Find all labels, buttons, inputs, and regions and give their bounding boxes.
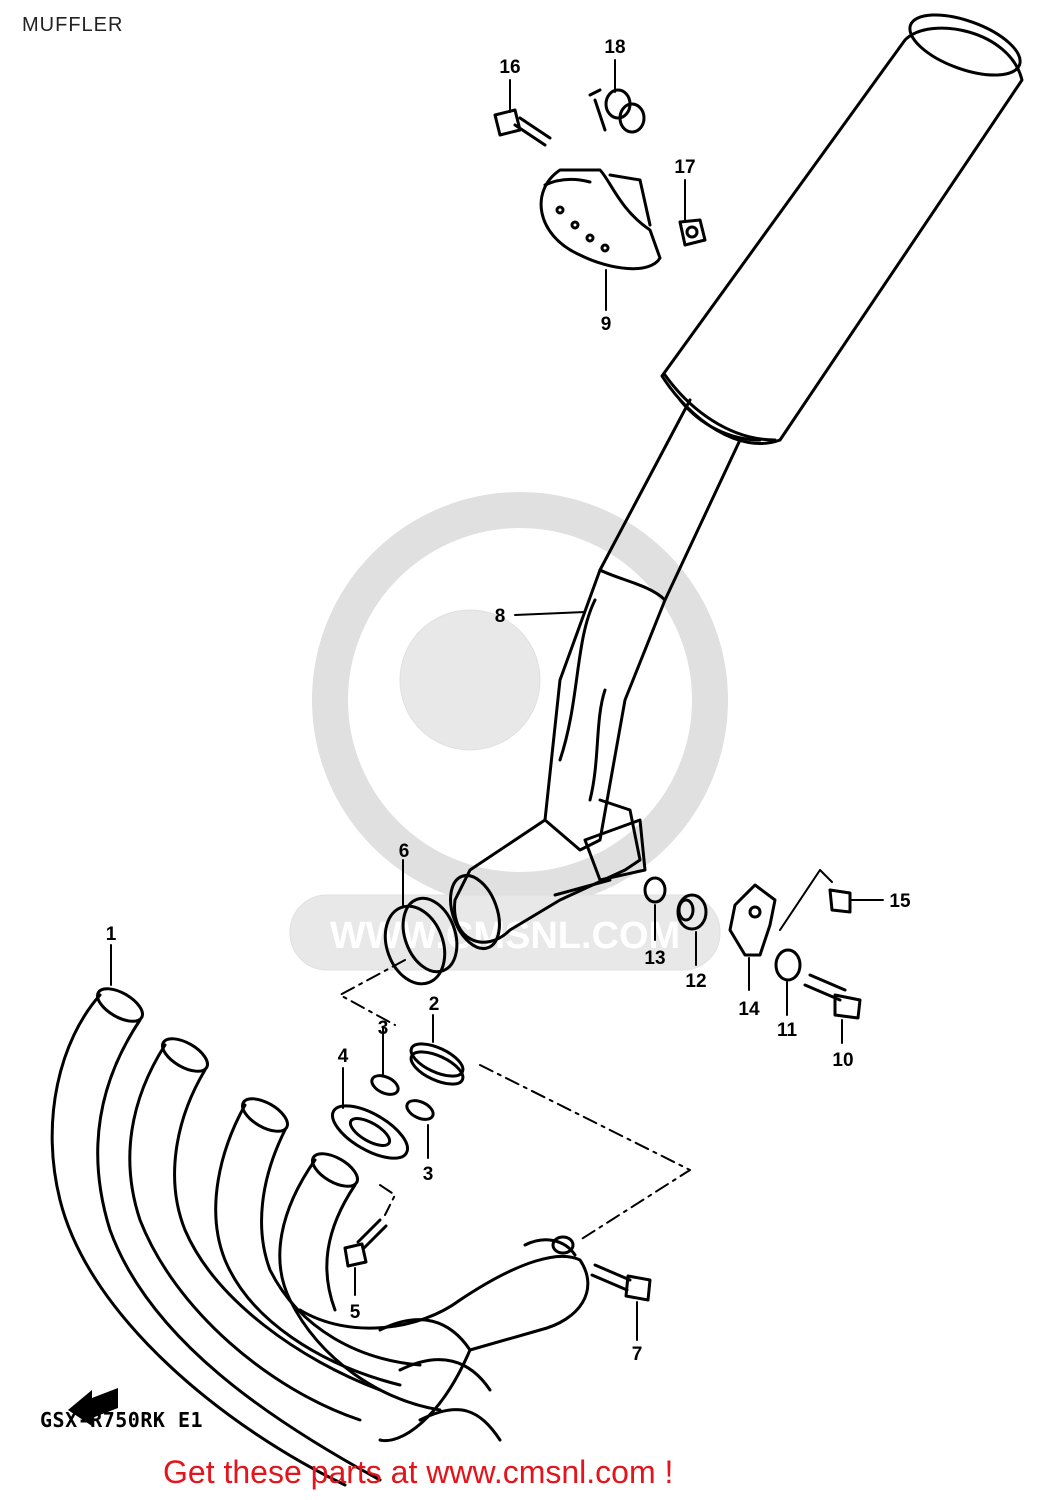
callout-13: 13 xyxy=(644,948,665,969)
callout-11: 11 xyxy=(777,1020,798,1041)
washer-13 xyxy=(643,876,667,904)
page-title: MUFFLER xyxy=(22,14,124,36)
callout-3-upper: 3 xyxy=(378,1018,389,1039)
bolt-10 xyxy=(803,973,862,1020)
callout-17: 17 xyxy=(674,157,695,178)
ring-3-upper xyxy=(370,1074,400,1096)
callout-7: 7 xyxy=(632,1344,643,1365)
exhaust-headers-1 xyxy=(50,987,590,1487)
front-direction-arrow-icon xyxy=(68,1388,118,1426)
callout-12: 12 xyxy=(685,971,706,992)
callout-18: 18 xyxy=(604,37,625,58)
callout-16: 16 xyxy=(499,57,520,78)
bracket-14 xyxy=(728,883,777,957)
callout-leaders xyxy=(110,59,884,1341)
gasket-6 xyxy=(383,896,459,986)
muffler-body xyxy=(449,13,1024,950)
muffler-clamp-9 xyxy=(539,168,662,271)
callout-1: 1 xyxy=(106,924,117,945)
callout-6: 6 xyxy=(399,841,410,862)
callout-2: 2 xyxy=(429,994,440,1015)
ring-3-lower xyxy=(405,1099,435,1121)
callout-15: 15 xyxy=(889,891,911,912)
washer-18 xyxy=(588,88,646,134)
gasket-2 xyxy=(409,1042,465,1086)
bolt-5 xyxy=(343,1218,388,1268)
callout-14: 14 xyxy=(738,999,760,1020)
washer-11 xyxy=(774,948,802,982)
callout-10: 10 xyxy=(832,1050,853,1071)
assembly-reference-lines xyxy=(339,959,691,1241)
bolt-15 xyxy=(828,888,852,914)
nut-17 xyxy=(678,218,707,247)
bolt-7 xyxy=(590,1263,652,1302)
cushion-12 xyxy=(676,893,708,931)
model-code: GSX-R750RK E1 xyxy=(40,1408,204,1432)
callout-8: 8 xyxy=(495,606,506,627)
callout-4: 4 xyxy=(338,1046,349,1067)
footer-parts-link[interactable]: Get these parts at www.cmsnl.com ! xyxy=(163,1454,674,1490)
callout-labels: 1 2 3 3 4 5 6 7 8 9 10 11 12 13 14 15 16… xyxy=(106,37,911,1365)
callout-3-lower: 3 xyxy=(423,1164,434,1185)
callout-9: 9 xyxy=(601,314,612,335)
bolt-16 xyxy=(493,108,552,147)
callout-5: 5 xyxy=(350,1302,361,1323)
flange-4 xyxy=(331,1104,409,1160)
